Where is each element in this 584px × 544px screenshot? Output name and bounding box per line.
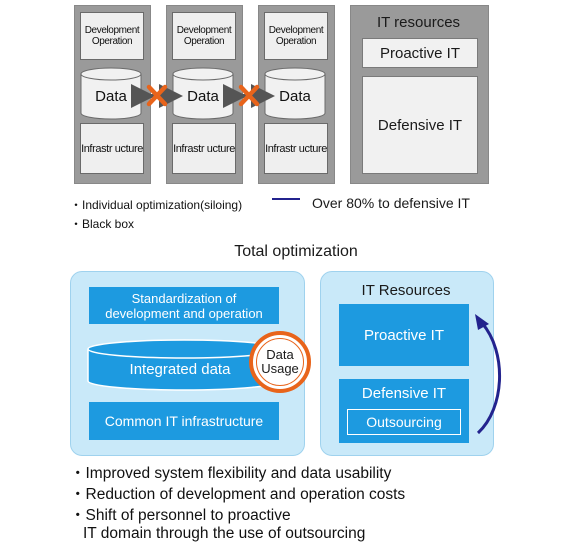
note-individual-optimization: ・Individual optimization(siloing)	[70, 198, 243, 212]
defensive-share-note: Over 80% to defensive IT	[312, 195, 470, 211]
silo-infrastructure-label: Infrastr ucture	[80, 123, 144, 174]
benefit-item: ・Reduction of development and operation …	[70, 486, 406, 503]
blocked-cross-icon	[146, 84, 168, 107]
silo-data-layer	[80, 67, 326, 200]
database-cylinder-icon	[172, 67, 234, 120]
blocked-cross-icon	[238, 84, 260, 107]
it-resources-after-title: IT Resources	[361, 282, 451, 299]
silo-dev-op-label: Development Operation	[80, 12, 144, 60]
benefit-item-continuation: IT domain through the use of outsourcing	[83, 525, 366, 542]
data-usage-badge: Data Usage	[249, 331, 311, 393]
defensive-it-label: Defensive IT	[361, 385, 447, 402]
common-infrastructure-box: Common IT infrastructure	[89, 402, 279, 440]
defensive-it-box-after	[339, 379, 469, 443]
benefit-item: ・Improved system flexibility and data us…	[70, 465, 392, 482]
silo-data-label: Data	[95, 88, 127, 105]
benefit-item: ・Shift of personnel to proactive	[70, 507, 291, 524]
integrated-data-label: Integrated data	[129, 361, 231, 378]
note-black-box: ・Black box	[70, 217, 135, 231]
silo-dev-op-label: Development Operation	[264, 12, 328, 60]
transition-down-arrow-icon	[272, 198, 300, 200]
silo-data-label: Data	[187, 88, 219, 105]
total-optimization-label: Total optimization	[234, 243, 358, 260]
database-cylinder-icon	[80, 67, 142, 120]
silo-data-label: Data	[279, 88, 311, 105]
data-usage-label: Data Usage	[261, 347, 299, 376]
it-resources-before-title: IT resources	[376, 14, 461, 31]
proactive-it-box-after: Proactive IT	[339, 304, 469, 366]
proactive-it-box-before: Proactive IT	[362, 38, 478, 68]
silo-dev-op-label: Development Operation	[172, 12, 236, 60]
silo-infrastructure-label: Infrastr ucture	[172, 123, 236, 174]
outsourcing-box: Outsourcing	[347, 409, 461, 435]
defensive-it-box-before: Defensive IT	[362, 76, 478, 174]
database-cylinder-icon	[264, 67, 326, 120]
standardization-box: Standardization of development and opera…	[89, 287, 279, 324]
data-usage-inner-ring: Data Usage	[256, 338, 304, 386]
silo-infrastructure-label: Infrastr ucture	[264, 123, 328, 174]
